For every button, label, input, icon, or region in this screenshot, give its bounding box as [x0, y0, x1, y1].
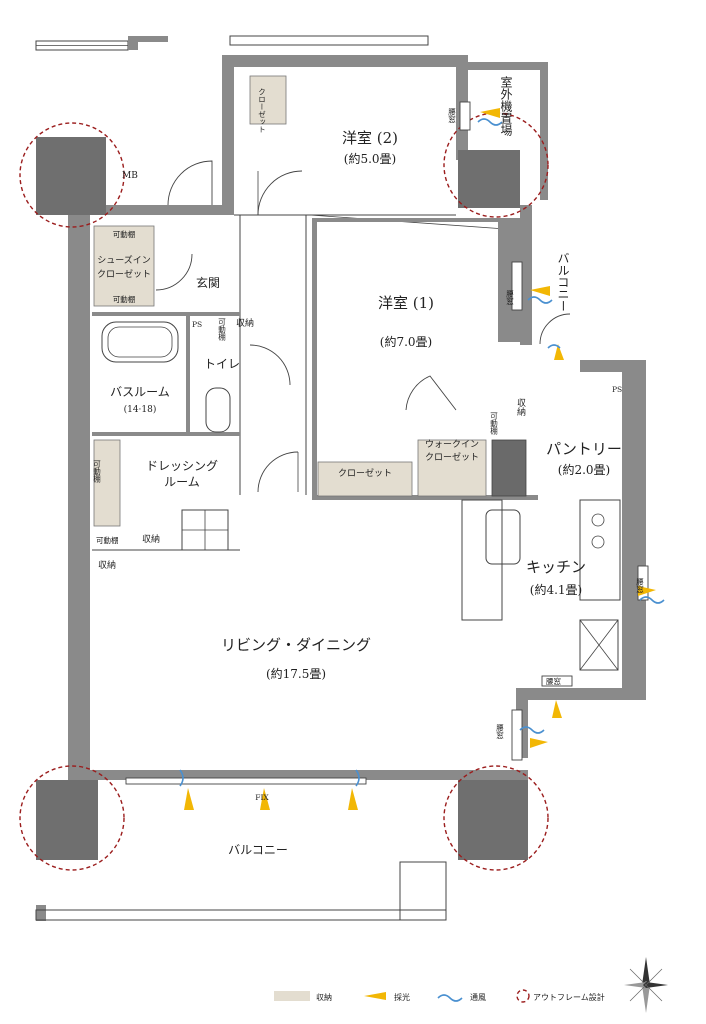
label-storage: 収納	[98, 559, 116, 571]
ventilation-markers	[179, 118, 665, 787]
label-closet-western2: クローゼット	[257, 88, 266, 133]
legend-ventilation: 通風	[470, 992, 486, 1002]
bathtub-icon	[101, 321, 179, 363]
walk-in-closet	[417, 439, 487, 497]
room-size-western1: (約7.0畳)	[380, 334, 432, 349]
label-storage: 収納	[142, 533, 160, 545]
label-movable-shelf: 可動棚	[113, 229, 136, 239]
room-name-kitchen: キッチン	[526, 558, 586, 576]
room-name-western1: 洋室 (1)	[378, 294, 434, 312]
doors	[155, 160, 571, 493]
label-closet-western1: クローゼット	[338, 467, 392, 479]
legend-ventilation-swatch	[437, 994, 463, 1002]
column-bottom-right	[458, 780, 528, 860]
label-shoe-1: シューズイン	[97, 254, 151, 266]
columns	[36, 137, 528, 860]
label-movable-shelf: 可動棚	[113, 294, 136, 304]
stove-icon	[591, 513, 605, 527]
outframe-circle	[443, 112, 549, 218]
fridge-space	[491, 439, 527, 497]
label-mb: MB	[122, 171, 138, 181]
label-movable-shelf: 可動棚	[489, 412, 498, 436]
label-waist-window: 腰窓	[505, 290, 514, 306]
room-name-dressing-1: ドレッシング	[146, 459, 218, 473]
label-movable-shelf: 可動棚	[92, 460, 101, 484]
stove-icon	[591, 535, 605, 549]
toilet-icon	[205, 387, 231, 433]
kitchen-sink-icon	[485, 509, 521, 565]
interior-walls	[92, 214, 538, 621]
label-movable-shelf: 可動棚	[217, 318, 226, 342]
fixtures	[101, 321, 621, 671]
label-shoe-2: クローゼット	[97, 268, 151, 280]
outframe-circle	[443, 765, 549, 871]
label-movable-shelf: 可動棚	[96, 535, 119, 545]
label-storage: 収納	[515, 397, 526, 417]
outframe-circle	[19, 765, 125, 871]
label-fix: FIX	[255, 793, 269, 802]
room-name-western2: 洋室 (2)	[342, 129, 398, 147]
legend-daylight: 採光	[394, 992, 410, 1002]
room-size-western2: (約5.0畳)	[344, 151, 396, 166]
room-name-living: リビング・ダイニング	[221, 636, 371, 654]
dressing-storage	[93, 439, 121, 527]
room-size-kitchen: (約4.1畳)	[530, 582, 582, 597]
legend-outframe: アウトフレーム設計	[533, 992, 605, 1002]
column-top-right	[458, 150, 520, 208]
label-walkin-1: ウォークイン	[425, 439, 479, 450]
room-name-balcony-main: バルコニー	[228, 843, 288, 857]
label-ps: PS	[192, 320, 202, 329]
room-name-dressing-2: ルーム	[164, 475, 200, 489]
column-top-left	[36, 137, 106, 215]
room-name-outdoor-unit: 室外機置場	[499, 75, 513, 137]
room-name-bath: バスルーム	[110, 385, 170, 399]
room-name-entrance: 玄関	[196, 275, 220, 290]
label-waist-window: 腰窓	[546, 676, 561, 686]
column-bottom-left	[36, 780, 98, 860]
windows	[125, 101, 649, 785]
small-labels: MB PS PS クローゼット クローゼット ウォークイン クローゼット 可動棚…	[92, 88, 644, 802]
label-waist-window: 腰窓	[495, 724, 504, 740]
outframe-markers	[19, 112, 549, 871]
legend-outframe-swatch	[516, 989, 530, 1003]
room-name-balcony-side: バルコニー	[556, 252, 570, 312]
closet-western2	[249, 75, 287, 125]
legend-storage: 収納	[316, 992, 332, 1002]
outframe-circle	[19, 122, 125, 228]
room-size-pantry: (約2.0畳)	[558, 462, 610, 477]
legend: 収納 採光 通風 アウトフレーム設計	[274, 989, 605, 1003]
daylight-markers	[184, 108, 656, 810]
label-waist-window: 腰窓	[447, 108, 456, 124]
label-walkin-2: クローゼット	[425, 451, 479, 463]
legend-storage-swatch	[274, 991, 310, 1001]
exterior-walls	[35, 55, 646, 921]
room-labels: 洋室 (2) (約5.0畳) 洋室 (1) (約7.0畳) 玄関 トイレ バスル…	[110, 75, 622, 857]
label-storage: 収納	[236, 317, 254, 329]
top-railing	[35, 35, 429, 51]
stove-counter	[579, 499, 621, 601]
room-size-living: (約17.5畳)	[266, 666, 326, 681]
label-waist-window: 腰窓	[635, 578, 644, 594]
legend-daylight-swatch	[364, 992, 386, 1000]
label-ps: PS	[612, 385, 622, 394]
room-name-pantry: パントリー	[546, 440, 622, 458]
closet-western1	[317, 461, 413, 497]
compass-icon	[624, 957, 668, 1013]
room-size-bath: (14·18)	[124, 404, 157, 415]
storage-areas	[93, 75, 487, 527]
room-name-toilet: トイレ	[204, 357, 240, 371]
shoe-in-closet	[93, 225, 155, 307]
